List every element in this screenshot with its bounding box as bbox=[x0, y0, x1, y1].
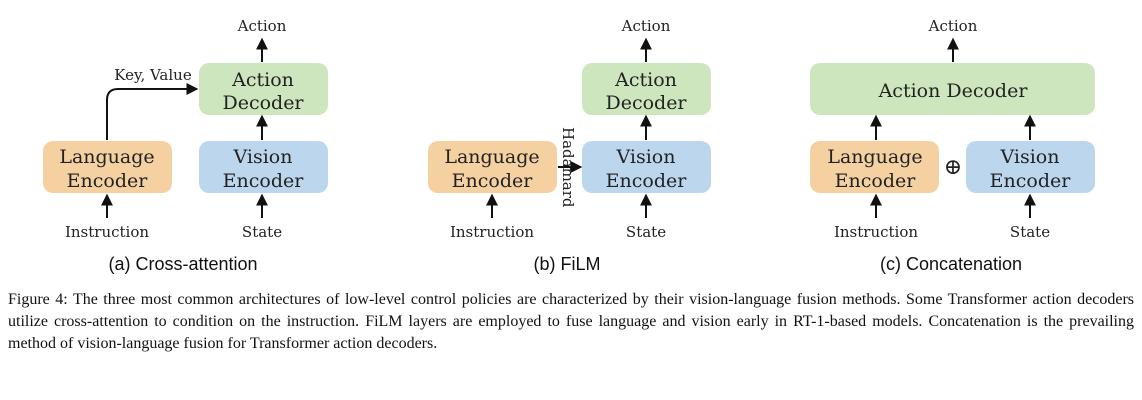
panel-b-vision-line1: Vision bbox=[616, 146, 676, 168]
panel-b-decoder-line1: Action bbox=[614, 69, 677, 91]
panel-b-caption: (b) FiLM bbox=[534, 254, 601, 274]
panel-a-vision-line1: Vision bbox=[233, 146, 293, 168]
panel-c-vision-line2: Encoder bbox=[990, 170, 1072, 192]
panel-b-vision-encoder-box bbox=[582, 141, 711, 193]
panel-c-state-label: State bbox=[1010, 223, 1050, 241]
panel-a-instruction-label: Instruction bbox=[65, 223, 149, 241]
panel-b-vision-line2: Encoder bbox=[606, 170, 688, 192]
panel-a-vision-line2: Encoder bbox=[223, 170, 305, 192]
panel-b-hadamard-label: Hadamard bbox=[559, 127, 577, 208]
panel-a-output-label: Action bbox=[237, 17, 287, 35]
panel-b-action-decoder-box bbox=[582, 63, 711, 115]
panel-c-language-line2: Encoder bbox=[835, 170, 917, 192]
panel-c-caption: (c) Concatenation bbox=[880, 254, 1022, 274]
panel-a-language-line2: Encoder bbox=[67, 170, 149, 192]
panel-c-decoder-label: Action Decoder bbox=[878, 80, 1029, 102]
panel-b-language-line1: Language bbox=[444, 146, 539, 168]
panel-b-output-label: Action bbox=[621, 17, 671, 35]
panel-a-action-decoder-box bbox=[199, 63, 328, 115]
panel-concatenation: Action Action Decoder Language Encoder ⊕… bbox=[810, 17, 1095, 274]
panel-a-decoder-line1: Action bbox=[231, 69, 294, 91]
panel-a-decoder-line2: Decoder bbox=[222, 92, 304, 114]
panel-b-state-label: State bbox=[626, 223, 666, 241]
panel-film: Action Action Decoder Language Encoder V… bbox=[428, 17, 711, 274]
panel-c-language-encoder-box bbox=[810, 141, 939, 193]
panel-a-caption: (a) Cross-attention bbox=[108, 254, 257, 274]
panel-c-language-line1: Language bbox=[827, 146, 922, 168]
panel-a-key-value-label: Key, Value bbox=[114, 66, 192, 84]
panel-a-key-value-arrow bbox=[106, 83, 199, 140]
panel-a-language-encoder-box bbox=[43, 141, 172, 193]
panel-b-instruction-label: Instruction bbox=[450, 223, 534, 241]
panel-a-state-label: State bbox=[242, 223, 282, 241]
panel-b-decoder-line2: Decoder bbox=[605, 92, 687, 114]
panel-cross-attention: Action Action Decoder Language Encoder V… bbox=[43, 17, 328, 274]
panel-c-vision-line1: Vision bbox=[1000, 146, 1060, 168]
panel-b-language-encoder-box bbox=[428, 141, 557, 193]
panel-a-vision-encoder-box bbox=[199, 141, 328, 193]
panel-c-instruction-label: Instruction bbox=[834, 223, 918, 241]
panel-c-output-label: Action bbox=[928, 17, 978, 35]
panel-b-language-line2: Encoder bbox=[452, 170, 534, 192]
panel-c-action-decoder-box bbox=[810, 63, 1095, 115]
panel-c-concat-symbol: ⊕ bbox=[944, 155, 962, 180]
panel-a-language-line1: Language bbox=[59, 146, 154, 168]
figure-caption: Figure 4: The three most common architec… bbox=[8, 291, 1134, 352]
panel-c-vision-encoder-box bbox=[966, 141, 1095, 193]
